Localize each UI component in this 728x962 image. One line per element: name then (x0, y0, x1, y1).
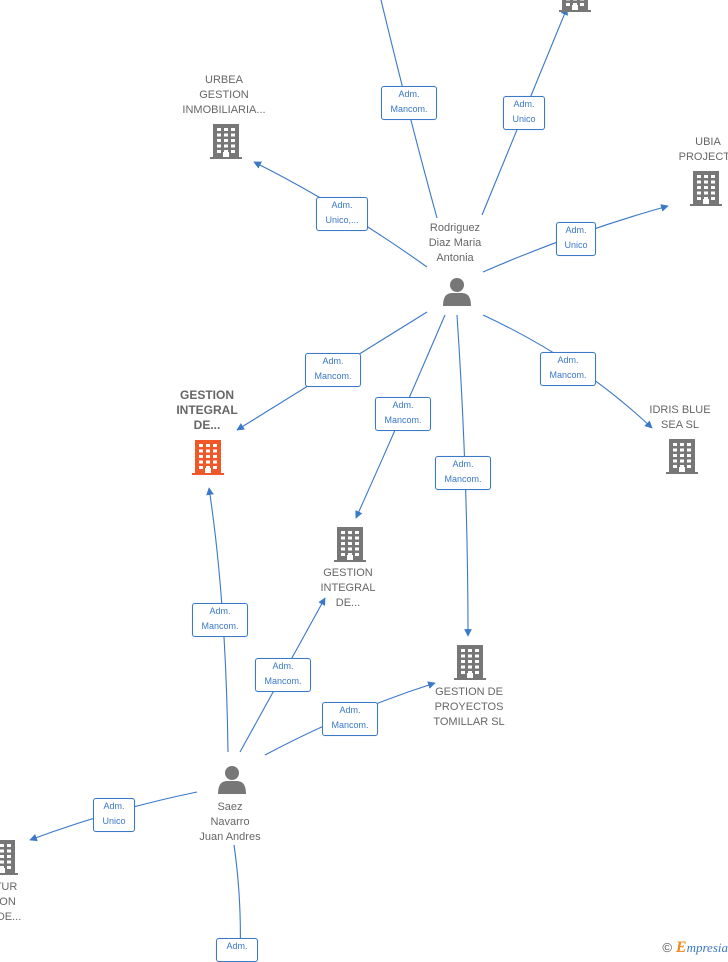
node-label-n8[interactable]: Saez Navarro Juan Andres (199, 801, 261, 843)
edge-label-e2[interactable]: Adm. Unico (503, 96, 545, 130)
node-label-n6[interactable]: GESTION INTEGRAL DE... (320, 567, 376, 609)
edge-label-e9[interactable]: Adm. Mancom. (192, 603, 248, 637)
node-label-n3[interactable]: Rodriguez Diaz Maria Antonia (428, 222, 482, 264)
node-label-n1[interactable]: URBEA GESTION INMOBILIARIA... (182, 74, 266, 116)
building-icon-n10[interactable] (559, 0, 591, 12)
building-icon-n5[interactable] (666, 439, 698, 474)
node-label-n5[interactable]: IDRIS BLUE SEA SL (649, 404, 711, 431)
node-label-n7[interactable]: GESTION DE PROYECTOS TOMILLAR SL (433, 686, 505, 728)
edge-label-e1[interactable]: Adm. Mancom. (381, 86, 437, 120)
edge-label-e10[interactable]: Adm. Mancom. (255, 658, 311, 692)
edge-label-e7[interactable]: Adm. Mancom. (435, 456, 491, 490)
copyright-icon: © (662, 940, 672, 955)
edge-label-e6[interactable]: Adm. Mancom. (375, 397, 431, 431)
person-icon-n8[interactable] (218, 766, 246, 794)
edge-label-e3[interactable]: Adm. Unico,... (316, 197, 368, 231)
edge-label-e11[interactable]: Adm. Mancom. (322, 702, 378, 736)
node-label-n4[interactable]: GESTION INTEGRAL DE... (176, 388, 238, 432)
node-label-n2[interactable]: UBIA PROJECTS (678, 136, 728, 163)
building-icon-n6[interactable] (334, 527, 366, 562)
person-icon-n3[interactable] (443, 278, 471, 306)
edge-label-e13[interactable]: Adm. (216, 938, 258, 962)
edge-label-e5[interactable]: Adm. Mancom. (305, 353, 361, 387)
edge-label-e4[interactable]: Adm. Unico (556, 222, 596, 256)
copyright: ©Empresia (662, 939, 728, 957)
building-icon-n1[interactable] (210, 124, 242, 159)
edge-label-e8[interactable]: Adm. Mancom. (540, 352, 596, 386)
edge-label-e12[interactable]: Adm. Unico (93, 798, 135, 832)
building-icon-n9[interactable] (0, 840, 18, 875)
building-icon-n2[interactable] (690, 171, 722, 206)
node-label-n9[interactable]: TUR ION . DE... (0, 881, 22, 923)
brand-initial: E (675, 939, 687, 956)
building-icon-n7[interactable] (454, 645, 486, 680)
building-icon-n4[interactable] (192, 440, 224, 475)
brand-name: mpresia (686, 940, 728, 955)
